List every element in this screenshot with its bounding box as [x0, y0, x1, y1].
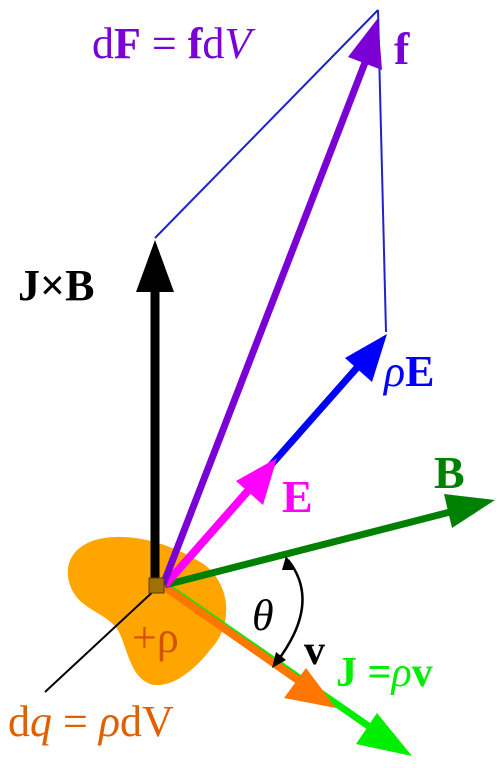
theta-angle-arc	[272, 556, 304, 668]
v-vector-arrow	[159, 581, 336, 708]
volume-element-box	[148, 577, 165, 594]
dq-pointer-line	[44, 586, 159, 693]
plus-rho-label: +ρ	[132, 613, 179, 662]
B-vector-arrow	[164, 494, 495, 589]
dF-equals-fdV-label: dF = fdV	[92, 19, 256, 68]
f-vector-arrow	[159, 18, 382, 587]
JxB-vector-arrow	[136, 240, 174, 585]
E-label: E	[282, 471, 313, 522]
v-label: v	[304, 628, 325, 674]
J-equals-rhov-label: J =ρv	[336, 650, 433, 696]
theta-label: θ	[252, 591, 274, 640]
B-label: B	[434, 447, 465, 498]
rhoE-label: ρE	[382, 347, 434, 396]
E-vector-arrow	[161, 458, 277, 588]
dq-equals-rhodV-label: dq = ρdV	[8, 697, 174, 746]
JxB-label: J×B	[18, 261, 94, 310]
f-label: f	[394, 23, 410, 74]
line-jxb-to-f	[154, 9, 379, 239]
charge-density-blob	[67, 536, 227, 686]
